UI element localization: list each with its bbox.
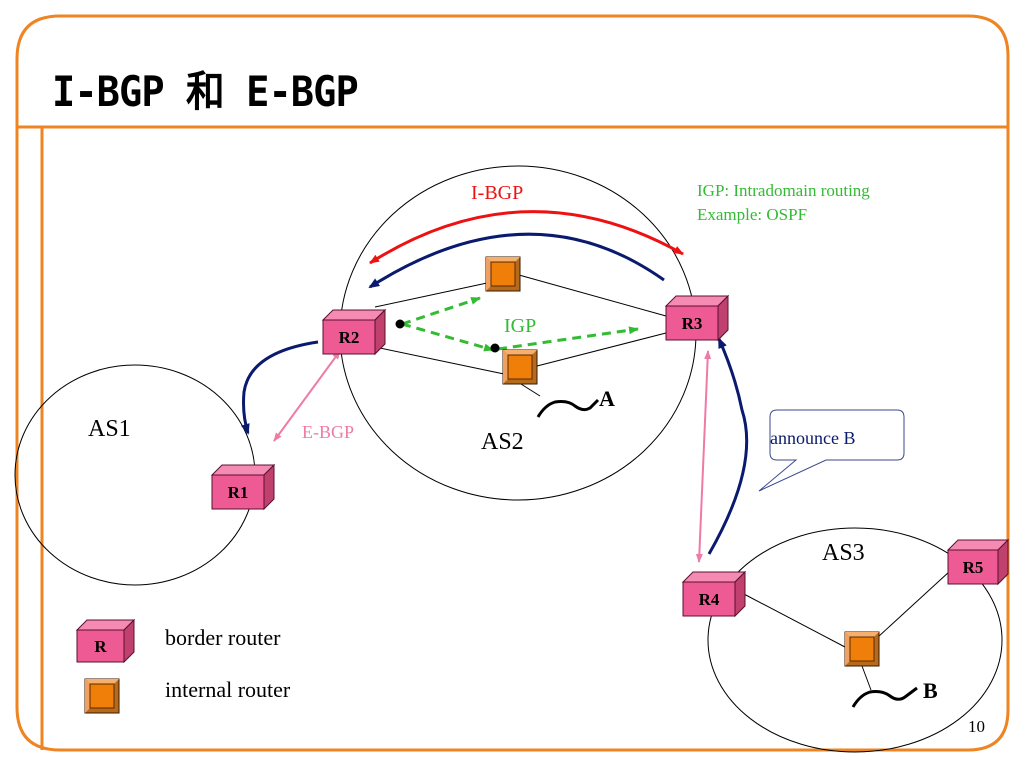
internal-router-i1 (485, 256, 521, 292)
igp-label: IGP (504, 315, 536, 337)
legend-border-router-icon: R (75, 618, 136, 664)
legend-internal-router-label: internal router (165, 677, 291, 702)
ibgp-label: I-BGP (471, 182, 523, 204)
border-router-r4: R4 (681, 570, 747, 618)
igp-arrow-r2-i2 (401, 322, 494, 352)
border-router-r2-label: R2 (339, 328, 360, 347)
ebgp-label: E-BGP (302, 422, 354, 442)
host-b-icon (851, 686, 918, 708)
announce-arrow-r2-r1 (241, 340, 319, 435)
links (374, 274, 951, 691)
igp-note-line1: IGP: Intradomain routing (697, 181, 870, 200)
border-router-r3: R3 (664, 294, 730, 342)
border-router-r1: R1 (210, 463, 276, 511)
legend-internal-router-icon (84, 678, 120, 714)
border-router-r1-label: R1 (228, 483, 249, 502)
border-router-r5: R5 (946, 538, 1010, 586)
border-router-r2: R2 (321, 308, 387, 356)
link-i1-r3 (518, 274, 667, 317)
callout-text: announce B (770, 428, 855, 448)
link-i2-r3 (536, 332, 667, 367)
border-router-r5-label: R5 (963, 558, 984, 577)
slide-title: I-BGP 和 E-BGP (52, 67, 359, 116)
link-i3-r5 (877, 570, 951, 638)
legend-border-router-label: border router (165, 625, 281, 650)
host-a-icon (536, 398, 600, 418)
announce-arrow-r3-r2 (368, 232, 665, 289)
link-i2-hosta (520, 383, 541, 397)
internal-router-i3 (844, 631, 880, 667)
announce-callout: announce B (758, 409, 905, 492)
as3-label: AS3 (822, 540, 865, 566)
igp-arrow-i2-r3 (497, 326, 639, 351)
igp-arrows (401, 296, 639, 352)
announce-arrow-r4-r3 (707, 337, 749, 555)
link-r2-i1 (374, 282, 488, 308)
ebgp-arrow-r3-r4 (695, 350, 712, 563)
igp-source-dot (395, 319, 405, 329)
as2-label: AS2 (481, 429, 524, 455)
internal-router-i2 (502, 349, 538, 385)
host-a-label: A (599, 386, 615, 411)
legend-border-router-icon-label: R (94, 637, 107, 656)
ebgp-arrow-r1-r2 (273, 350, 341, 442)
legend: border router internal router R (75, 618, 291, 714)
igp-note-line2: Example: OSPF (697, 205, 807, 224)
as3-boundary (707, 527, 1003, 753)
host-b-label: B (923, 678, 938, 703)
border-router-r4-label: R4 (699, 590, 720, 609)
igp-relay-dot (490, 343, 500, 353)
link-r2-i2 (374, 346, 505, 375)
ibgp-arrow (369, 210, 684, 265)
link-i3-hostb (861, 665, 872, 691)
link-r4-i3 (741, 592, 846, 648)
page-number: 10 (968, 717, 985, 736)
as1-label: AS1 (88, 416, 131, 442)
border-router-r3-label: R3 (682, 314, 703, 333)
slide-frame (15, 14, 1010, 752)
igp-arrow-r2-i1 (401, 296, 481, 326)
